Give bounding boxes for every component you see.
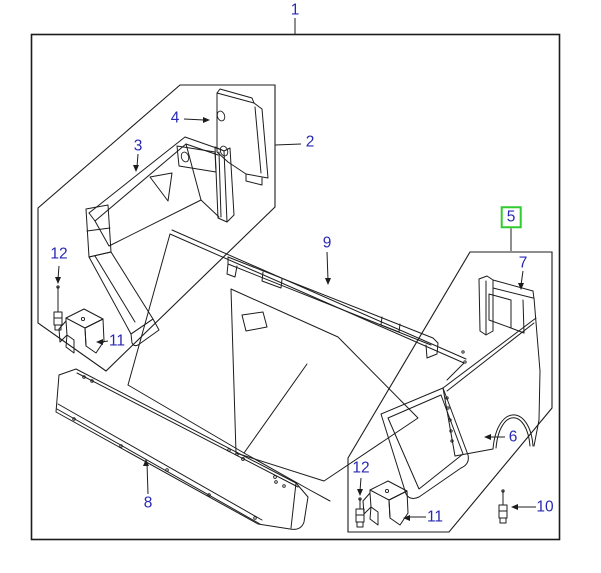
callout-12-right[interactable]: 12 xyxy=(352,459,370,477)
part-12-right-drawing xyxy=(355,497,365,528)
callout-11-right[interactable]: 11 xyxy=(426,508,444,526)
part-11-right-drawing xyxy=(362,480,409,526)
part-12-left-drawing xyxy=(53,285,63,331)
callout-10[interactable]: 10 xyxy=(536,498,554,516)
callout-7[interactable]: 7 xyxy=(518,254,528,272)
callout-1[interactable]: 1 xyxy=(290,1,300,19)
callout-6[interactable]: 6 xyxy=(508,428,518,446)
callout-8[interactable]: 8 xyxy=(143,494,153,512)
part-6-drawing xyxy=(442,317,541,457)
part-8-drawing xyxy=(55,368,309,530)
part-4-drawing xyxy=(216,88,269,186)
callout-5-highlighted[interactable]: 5 xyxy=(500,206,522,228)
callout-3[interactable]: 3 xyxy=(133,137,143,155)
callout-12-left[interactable]: 12 xyxy=(50,245,68,263)
detail-box-left xyxy=(37,84,276,372)
callout-2[interactable]: 2 xyxy=(305,133,315,151)
callout-4[interactable]: 4 xyxy=(170,109,180,127)
callout-11-left[interactable]: 11 xyxy=(108,332,126,350)
floor-pan-drawing xyxy=(380,387,469,499)
main-frame xyxy=(30,33,561,541)
floor-panel-drawing xyxy=(127,229,467,502)
detail-box-right xyxy=(347,251,553,533)
part-7-drawing xyxy=(478,275,541,372)
part-11-left-drawing xyxy=(58,308,105,354)
callout-9[interactable]: 9 xyxy=(322,234,332,252)
part-9-drawing xyxy=(226,256,439,359)
callout-leader-lines xyxy=(55,18,536,521)
part-10-drawing xyxy=(498,489,508,524)
part-3-drawing xyxy=(85,136,235,347)
